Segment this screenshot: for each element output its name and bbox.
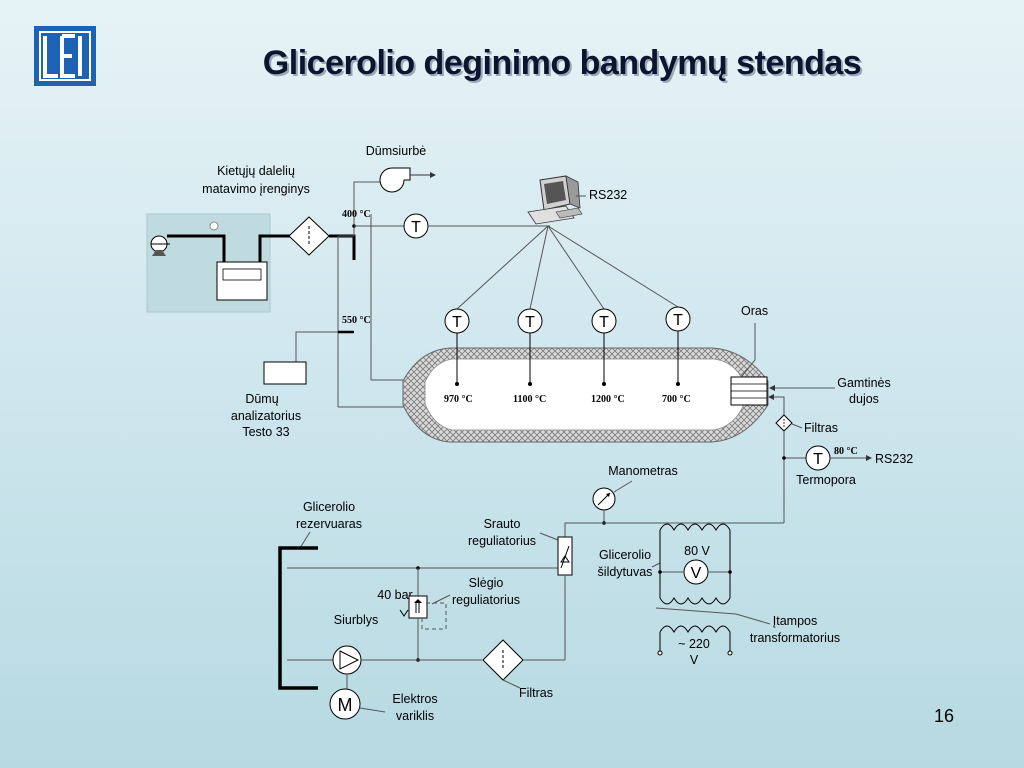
manometer-label: Manometras	[608, 464, 677, 478]
particle-device-label-1: Kietųjų dalelių	[217, 164, 295, 178]
page-number: 16	[934, 706, 955, 726]
motor-label-2: variklis	[396, 709, 434, 723]
manometer-icon	[592, 487, 616, 511]
voltage-220-label-1: ~ 220	[678, 637, 710, 651]
temperature-sensor-2: T	[517, 308, 543, 386]
gas-filter-label: Filtras	[804, 421, 838, 435]
particle-measurement-device	[146, 213, 290, 313]
smoke-fan-icon	[379, 167, 436, 193]
gas-analyzer-box	[263, 361, 307, 385]
gas-filter-icon	[775, 414, 793, 432]
motor-label-1: Elektros	[392, 692, 437, 706]
svg-text:V: V	[691, 565, 702, 582]
voltage-220-label-2: V	[690, 653, 699, 667]
temp-700-label: 700 °C	[662, 394, 691, 405]
thermocouple-label: Termopora	[796, 473, 856, 487]
svg-text:T: T	[673, 312, 683, 329]
voltage-transformer-coil	[659, 625, 731, 652]
temperature-sensor-1: T	[444, 308, 470, 386]
electric-motor-icon: M	[329, 688, 361, 720]
glycerol-heater-coil	[659, 523, 731, 605]
liquid-filter-icon	[482, 639, 524, 681]
thermocouple-sensor: T	[805, 445, 831, 471]
combustion-chamber	[402, 347, 769, 443]
temperature-sensor-top: T	[403, 213, 429, 239]
svg-text:T: T	[525, 314, 535, 331]
glycerol-tank	[278, 546, 318, 690]
computer-icon	[527, 175, 583, 225]
flow-regulator-valve	[557, 536, 573, 576]
svg-text:T: T	[452, 314, 462, 331]
particle-device-label-2: matavimo įrenginys	[202, 182, 310, 196]
natural-gas-label-1: Gamtinės	[837, 376, 891, 390]
natural-gas-label-2: dujos	[849, 392, 879, 406]
slide-title: Glicerolio deginimo bandymų stendas	[262, 44, 862, 82]
liquid-filter-label: Filtras	[519, 686, 553, 700]
gas-analyzer-label-2: analizatorius	[231, 409, 301, 423]
svg-text:T: T	[411, 219, 421, 236]
temp-400-label: 400 °C	[342, 209, 371, 220]
gas-analyzer-label-3: Testo 33	[242, 425, 289, 439]
pump-icon	[332, 645, 362, 675]
pressure-regulator-label-1: Slėgio	[469, 576, 504, 590]
flow-regulator-label-1: Srauto	[484, 517, 521, 531]
filter-icon	[288, 216, 330, 256]
temp-550-label: 550 °C	[342, 315, 371, 326]
svg-text:T: T	[813, 451, 823, 468]
temp-80-label: 80 °C	[834, 446, 858, 457]
flow-regulator-label-2: reguliatorius	[468, 534, 536, 548]
svg-text:M: M	[338, 695, 353, 715]
pc-rs232-label: RS232	[589, 188, 627, 202]
pressure-regulator-label-2: reguliatorius	[452, 593, 520, 607]
temperature-sensor-4: T	[665, 306, 691, 386]
smoke-fan-label: Dūmsiurbė	[366, 144, 426, 158]
glycerol-tank-label-1: Glicerolio	[303, 500, 355, 514]
pump-label: Siurblys	[334, 613, 378, 627]
temp-1100-label: 1100 °C	[513, 394, 546, 405]
pressure-40-label: 40 bar	[377, 588, 412, 602]
rs232-out-label: RS232	[875, 452, 913, 466]
temperature-sensor-3: T	[591, 308, 617, 386]
temp-1200-label: 1200 °C	[591, 394, 625, 405]
lei-logo-icon	[34, 26, 96, 86]
svg-text:T: T	[599, 314, 609, 331]
voltmeter-icon: V	[683, 559, 709, 585]
transformer-label-1: Įtampos	[773, 614, 817, 628]
temp-970-label: 970 °C	[444, 394, 473, 405]
burner-icon	[730, 376, 768, 406]
transformer-label-2: transformatorius	[750, 631, 840, 645]
glycerol-tank-label-2: rezervuaras	[296, 517, 362, 531]
heater-label-1: Glicerolio	[599, 548, 651, 562]
air-label: Oras	[741, 304, 768, 318]
gas-analyzer-label-1: Dūmų	[245, 392, 278, 406]
heater-label-2: šildytuvas	[598, 565, 653, 579]
voltage-80-label: 80 V	[684, 544, 710, 558]
